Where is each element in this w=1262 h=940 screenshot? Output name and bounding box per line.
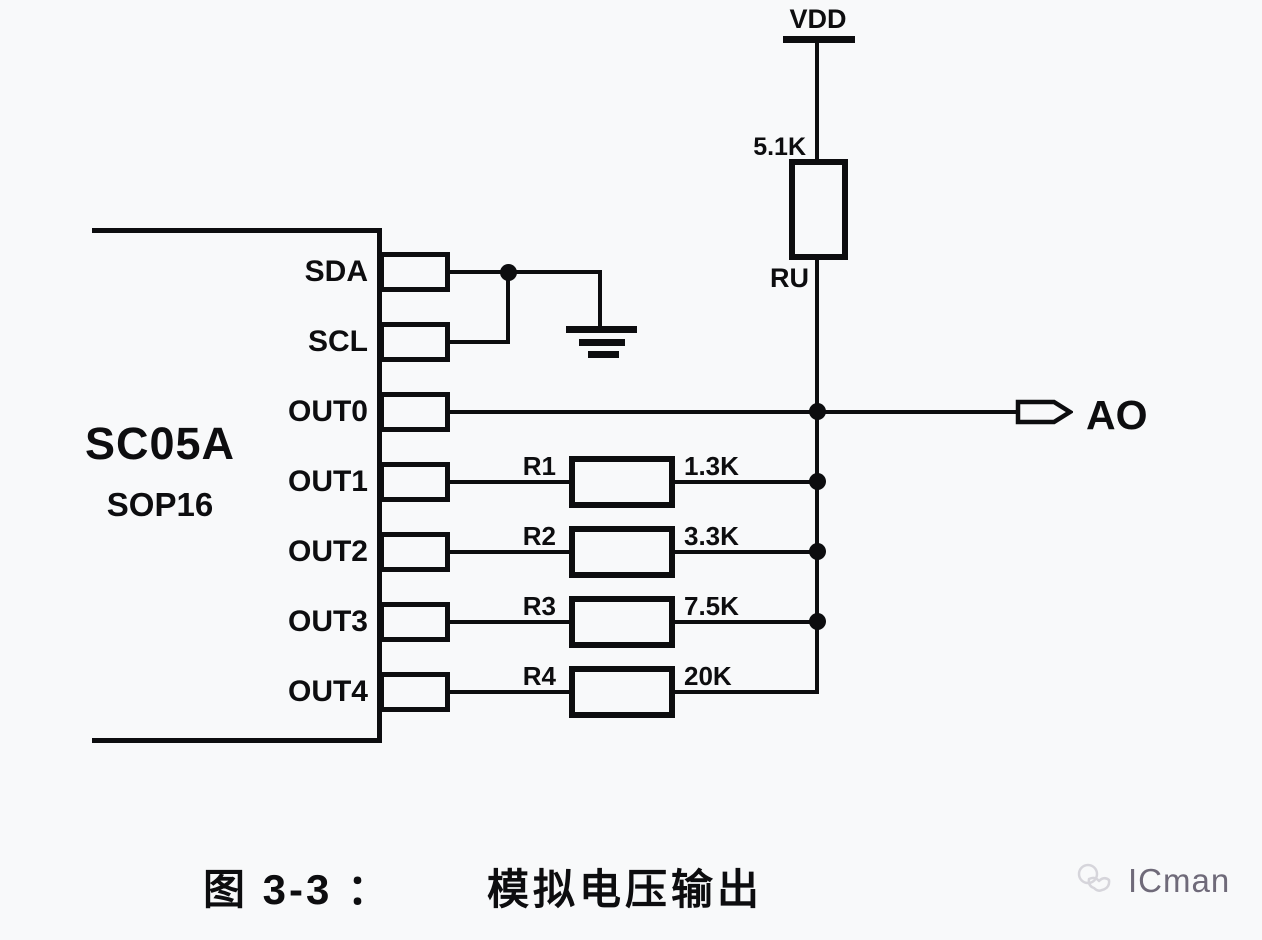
pin-label-out1: OUT1 bbox=[287, 465, 368, 498]
pin-label-out2: OUT2 bbox=[287, 535, 368, 568]
wire-to-ground bbox=[508, 270, 602, 274]
wire-out1-to-r1 bbox=[450, 480, 570, 484]
junction-dot-r1 bbox=[809, 473, 826, 490]
pin-label-out3: OUT3 bbox=[287, 605, 368, 638]
r4-ref-label: R4 bbox=[522, 661, 556, 691]
r1-ref-label: R1 bbox=[522, 451, 556, 481]
ru-value-label: 5.1K bbox=[753, 133, 806, 161]
wire-out2-to-r2 bbox=[450, 550, 570, 554]
wire-r4-to-bus bbox=[675, 690, 819, 694]
ao-port-symbol bbox=[1015, 399, 1073, 425]
wire-r2-to-bus bbox=[675, 550, 819, 554]
vdd-net-label: VDD bbox=[789, 4, 847, 34]
r1-value-label: 1.3K bbox=[684, 451, 739, 481]
junction-dot-r2 bbox=[809, 543, 826, 560]
pin-label-sda: SDA bbox=[304, 255, 368, 288]
r2-ref-label: R2 bbox=[522, 521, 556, 551]
pin-box-out3 bbox=[379, 602, 450, 642]
ground-bar-bottom bbox=[588, 351, 619, 358]
pin-box-out4 bbox=[379, 672, 450, 712]
resistor-r4 bbox=[569, 666, 675, 718]
wire-r1-to-bus bbox=[675, 480, 819, 484]
r4-value-label: 20K bbox=[684, 661, 732, 691]
wire-scl bbox=[450, 340, 510, 344]
resistor-r1 bbox=[569, 456, 675, 508]
r2-value-label: 3.3K bbox=[684, 521, 739, 551]
junction-dot-r3 bbox=[809, 613, 826, 630]
figure-number: 图 3-3 ： bbox=[203, 866, 393, 913]
pin-label-scl: SCL bbox=[308, 325, 368, 358]
pin-label-out0: OUT0 bbox=[287, 395, 368, 428]
chip-package: SOP16 bbox=[106, 486, 214, 523]
wire-sda-scl-tie bbox=[506, 272, 510, 342]
ground-stem bbox=[598, 272, 602, 329]
icman-logo-icon bbox=[1077, 863, 1111, 892]
junction-dot-out0 bbox=[809, 403, 826, 420]
wire-out4-to-r4 bbox=[450, 690, 570, 694]
ground-bar-mid bbox=[579, 339, 625, 346]
watermark: ICman bbox=[1072, 858, 1230, 904]
pin-box-out0 bbox=[379, 392, 450, 432]
chip-name: SC05A bbox=[84, 418, 236, 469]
wire-vdd-to-ru bbox=[815, 43, 819, 160]
watermark-brand-text: ICman bbox=[1128, 862, 1231, 899]
pin-box-sda bbox=[379, 252, 450, 292]
wire-sda bbox=[450, 270, 510, 274]
r3-ref-label: R3 bbox=[522, 591, 556, 621]
pin-box-scl bbox=[379, 322, 450, 362]
wire-out0-to-ao bbox=[450, 410, 1018, 414]
resistor-ru bbox=[789, 159, 848, 260]
ru-ref-label: RU bbox=[770, 263, 809, 293]
ao-port-label: AO bbox=[1086, 392, 1148, 438]
r3-value-label: 7.5K bbox=[684, 591, 739, 621]
pin-label-out4: OUT4 bbox=[287, 675, 368, 708]
pin-box-out1 bbox=[379, 462, 450, 502]
pin-box-out2 bbox=[379, 532, 450, 572]
resistor-r2 bbox=[569, 526, 675, 578]
resistor-r3 bbox=[569, 596, 675, 648]
wire-r3-to-bus bbox=[675, 620, 819, 624]
ground-bar-top bbox=[566, 326, 637, 333]
wire-out3-to-r3 bbox=[450, 620, 570, 624]
vdd-rail-bar bbox=[783, 36, 855, 43]
figure-title: 模拟电压输出 bbox=[487, 866, 764, 913]
